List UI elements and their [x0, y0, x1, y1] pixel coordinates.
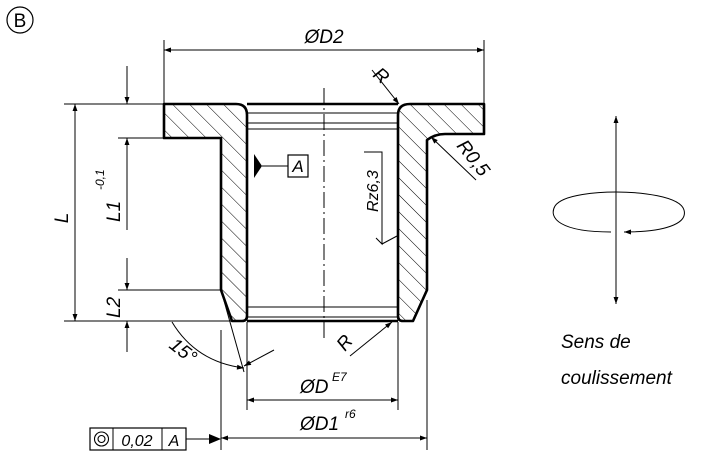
dim-chamfer-angle: 15°	[165, 289, 275, 373]
dim-l: L	[52, 103, 232, 322]
dim-radius-outer-label: R0,5	[452, 136, 494, 181]
dim-l2-label: L2	[104, 296, 125, 318]
dim-d1: ØD1 r6	[220, 300, 428, 450]
dim-l2: L2	[104, 258, 221, 352]
tolerance-frame: 0,02 A	[89, 427, 221, 451]
datum-feature: A	[254, 154, 309, 178]
view-marker: B	[6, 6, 34, 34]
dim-radius-bottom: R	[333, 321, 393, 357]
dim-l-label: L	[52, 213, 73, 224]
dim-d1-tolerance: r6	[345, 407, 356, 421]
dim-d2: ØD2	[163, 27, 485, 104]
dim-d-label: ØD	[299, 377, 329, 398]
datum-label: A	[291, 157, 303, 176]
dim-radius-top-label: R	[369, 64, 393, 89]
dim-d1-label: ØD1	[299, 414, 339, 435]
concentricity-icon	[93, 431, 110, 447]
view-marker-letter: B	[14, 11, 27, 32]
tolerance-value: 0,02	[121, 433, 152, 450]
dim-d-tolerance: E7	[332, 370, 348, 384]
dim-angle-label: 15°	[165, 334, 201, 368]
dim-l1: L1 -0,1	[93, 66, 164, 230]
dim-l1-tolerance: -0,1	[93, 169, 107, 190]
dim-radius-top: R	[369, 64, 400, 105]
motion-symbol	[552, 116, 685, 304]
motion-caption-line2: coulissement	[561, 368, 673, 389]
motion-caption-line1: Sens de	[561, 332, 631, 353]
dim-d2-label: ØD2	[303, 27, 344, 48]
roughness-label: Rz6,3	[365, 170, 382, 212]
right-section	[396, 102, 486, 323]
dim-l1-label: L1	[104, 201, 125, 222]
bushing-section	[162, 88, 486, 338]
dim-radius-outer: R0,5	[430, 136, 494, 181]
dim-radius-bottom-label: R	[333, 331, 358, 355]
left-section	[162, 102, 249, 323]
roughness-symbol: Rz6,3	[364, 151, 398, 246]
dim-d: ØD E7	[246, 322, 399, 410]
tolerance-datum: A	[168, 433, 180, 450]
